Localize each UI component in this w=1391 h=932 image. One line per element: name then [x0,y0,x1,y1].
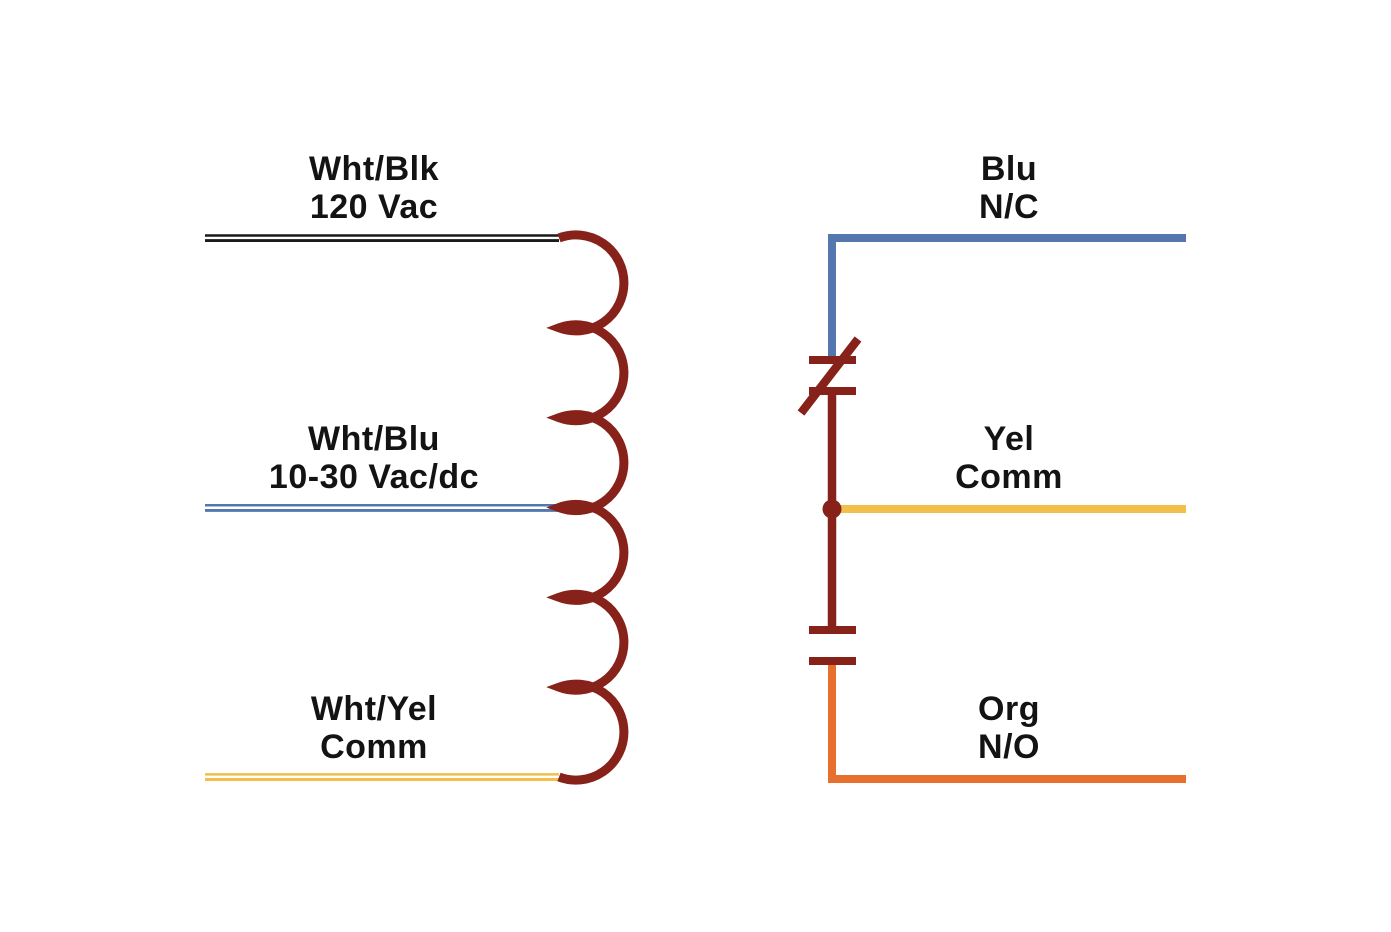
wire-name: Blu [980,150,1038,188]
wire-wht-yel [205,773,559,781]
wire-wht-blu [205,504,559,512]
junction-dot [822,499,842,519]
label-org-no: Org N/O [809,690,1209,766]
wire-name: Wht/Yel [310,690,438,728]
no-contact [809,626,856,665]
wire-blu-nc [828,234,1186,356]
nc-contact-slash [797,336,862,416]
label-wht-blu: Wht/Blu 10-30 Vac/dc [174,420,574,496]
wire-name: Wht/Blu [308,420,440,458]
wire-name: Wht/Blk [308,150,440,188]
label-wht-blk: Wht/Blk 120 Vac [174,150,574,226]
nc-contact [797,336,862,416]
wire-function: Comm [955,458,1063,496]
wire-rating: Comm [320,728,428,766]
label-yel-comm: Yel Comm [809,420,1209,496]
wire-wht-blk [205,234,559,243]
wire-rating: 10-30 Vac/dc [268,458,480,496]
label-wht-yel: Wht/Yel Comm [174,690,574,766]
label-blu-nc: Blu N/C [809,150,1209,226]
wire-function: N/O [978,728,1040,766]
wire-rating: 120 Vac [309,188,439,226]
wire-org-no [828,661,1186,783]
wire-name: Yel [983,420,1035,458]
wire-function: N/C [978,188,1040,226]
wire-name: Org [978,690,1040,728]
relay-coil [546,230,629,785]
